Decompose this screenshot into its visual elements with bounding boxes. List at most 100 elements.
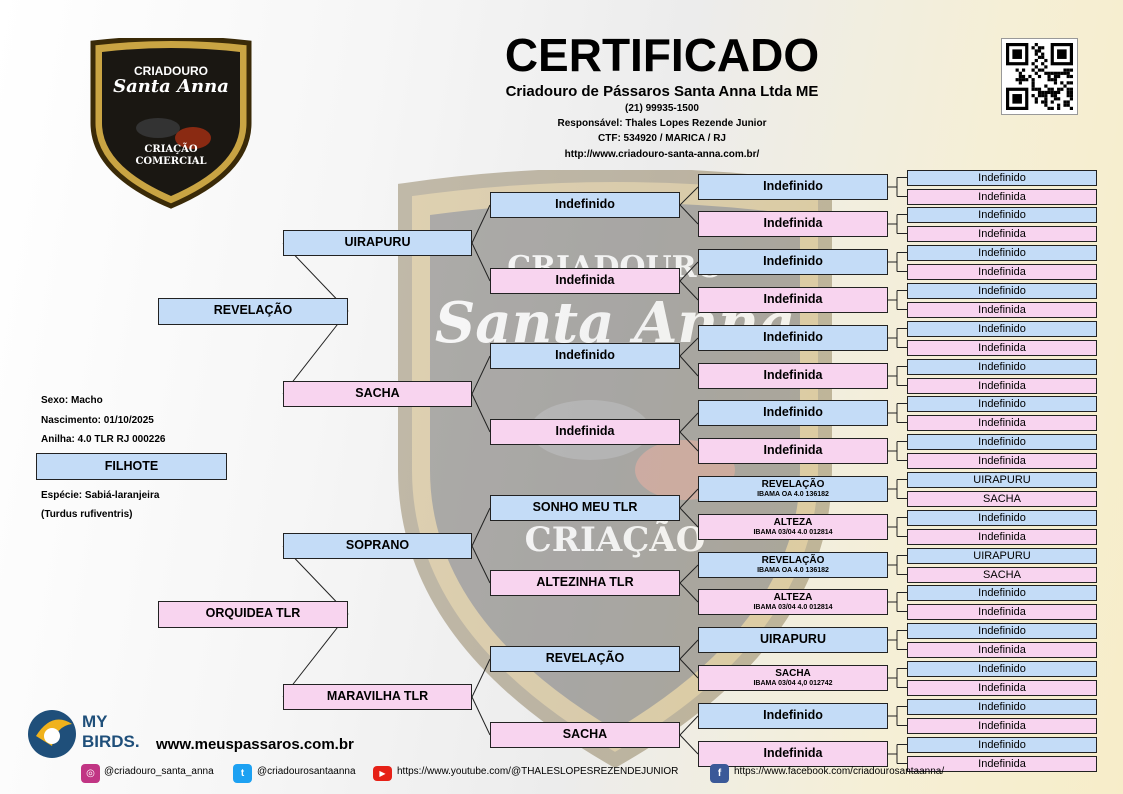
gen5-node: Indefinida xyxy=(907,339,1097,356)
gen5-node: Indefinido xyxy=(907,282,1097,299)
gen4-node-label: ALTEZA xyxy=(773,517,813,529)
watermark-line3: CRIAÇÃO xyxy=(524,520,706,560)
gen4-node-label: REVELAÇÃO xyxy=(761,555,825,567)
gen5-node: Indefinido xyxy=(907,433,1097,450)
bird-sex: Sexo: Macho xyxy=(41,395,103,406)
facebook-link[interactable]: https://www.facebook.com/criadourosantaa… xyxy=(734,766,945,777)
gen5-node: Indefinida xyxy=(907,301,1097,318)
gen5-node: Indefinido xyxy=(907,736,1097,753)
gen2-node: UIRAPURU xyxy=(283,230,472,256)
gen5-node: Indefinido xyxy=(907,169,1097,186)
company-ctf: CTF: 534920 / MARICA / RJ xyxy=(598,133,726,144)
brand-birds: BIRDS. xyxy=(82,732,140,751)
logo-shield-icon xyxy=(90,36,252,209)
company-phone: (21) 99935-1500 xyxy=(625,103,699,114)
gen4-registration: IBAMA 03/04 4.0 012814 xyxy=(753,604,833,612)
gen4-node-label: Indefinida xyxy=(763,443,823,458)
instagram-link[interactable]: @criadouro_santa_anna xyxy=(104,766,214,777)
gen3-node: ALTEZINHA TLR xyxy=(490,570,680,596)
gen3-node: Indefinida xyxy=(490,419,680,445)
gen4-node-label: Indefinida xyxy=(763,368,823,383)
gen5-node: SACHA xyxy=(907,566,1097,583)
gen3-node-label: REVELAÇÃO xyxy=(545,651,625,666)
gen2-node-label: UIRAPURU xyxy=(344,235,411,250)
gen5-node: Indefinido xyxy=(907,660,1097,677)
youtube-icon[interactable]: ▶ xyxy=(373,766,392,781)
gen3-node: SACHA xyxy=(490,722,680,748)
gen4-node: Indefinido xyxy=(698,325,888,351)
gen2-node-label: SOPRANO xyxy=(345,538,410,553)
gen4-registration: IBAMA 03/04 4,0 012742 xyxy=(753,680,833,688)
gen5-node: Indefinida xyxy=(907,377,1097,394)
qr-code xyxy=(1001,38,1078,115)
gen4-node-label: SACHA xyxy=(775,668,811,680)
bird-birth: Nascimento: 01/10/2025 xyxy=(41,415,154,426)
mybirds-logo-icon xyxy=(26,706,78,760)
gen4-node: Indefinido xyxy=(698,703,888,729)
gen4-node: Indefinida xyxy=(698,438,888,464)
gen4-node: Indefinida xyxy=(698,363,888,389)
certificate-title: CERTIFICADO xyxy=(504,29,820,81)
gen4-node-label: ALTEZA xyxy=(773,592,813,604)
gen5-node: Indefinida xyxy=(907,225,1097,242)
facebook-icon[interactable]: f xyxy=(710,764,729,783)
gen5-node: Indefinida xyxy=(907,414,1097,431)
bird-band: Anilha: 4.0 TLR RJ 000226 xyxy=(41,434,166,445)
gen3-node: REVELAÇÃO xyxy=(490,646,680,672)
logo: CRIADOURO Santa Anna CRIAÇÃO COMERCIAL xyxy=(88,36,254,210)
twitter-link[interactable]: @criadourosantaanna xyxy=(257,766,356,777)
gen4-node-label: Indefinida xyxy=(763,746,823,761)
logo-line4: COMERCIAL xyxy=(135,156,207,167)
gen5-node: Indefinido xyxy=(907,244,1097,261)
gen3-node: Indefinido xyxy=(490,192,680,218)
gen4-node-label: UIRAPURU xyxy=(760,632,826,647)
gen5-node: Indefinido xyxy=(907,320,1097,337)
gen5-node: Indefinido xyxy=(907,358,1097,375)
gen5-node: Indefinida xyxy=(907,528,1097,545)
gen4-node: Indefinida xyxy=(698,287,888,313)
gen3-node-label: Indefinida xyxy=(555,273,615,288)
gen5-node: Indefinido xyxy=(907,698,1097,715)
brand-my: MY xyxy=(82,712,108,731)
gen5-node: Indefinida xyxy=(907,679,1097,696)
logo-line2: Santa Anna xyxy=(113,76,229,97)
gen3-node: Indefinido xyxy=(490,343,680,369)
gen2-node-label: MARAVILHA TLR xyxy=(326,689,429,704)
gen5-node: Indefinido xyxy=(907,206,1097,223)
gen5-node: Indefinida xyxy=(907,603,1097,620)
gen4-node-label: Indefinido xyxy=(763,708,823,723)
gen3-node: SONHO MEU TLR xyxy=(490,495,680,521)
gen2-node: SOPRANO xyxy=(283,533,472,559)
twitter-icon[interactable]: t xyxy=(233,764,252,783)
gen5-node: Indefinida xyxy=(907,452,1097,469)
site-link[interactable]: www.meuspassaros.com.br xyxy=(156,736,354,753)
gen5-node: Indefinido xyxy=(907,584,1097,601)
gen4-node-label: Indefinido xyxy=(763,405,823,420)
gen5-node: UIRAPURU xyxy=(907,547,1097,564)
gen5-node: SACHA xyxy=(907,490,1097,507)
gen4-node-label: REVELAÇÃO xyxy=(761,479,825,491)
company-responsible: Responsável: Thales Lopes Rezende Junior xyxy=(557,118,767,129)
gen1-node-label: REVELAÇÃO xyxy=(213,303,293,318)
bird-name: FILHOTE xyxy=(36,453,227,480)
gen4-registration: IBAMA OA 4.0 136182 xyxy=(757,567,829,575)
gen4-node-label: Indefinida xyxy=(763,216,823,231)
gen2-node: SACHA xyxy=(283,381,472,407)
logo-line3: CRIAÇÃO xyxy=(144,144,198,155)
gen5-node: Indefinida xyxy=(907,717,1097,734)
gen5-node: Indefinido xyxy=(907,509,1097,526)
gen4-node: Indefinido xyxy=(698,400,888,426)
youtube-link[interactable]: https://www.youtube.com/@THALESLOPESREZE… xyxy=(397,766,679,777)
gen4-registration: IBAMA OA 4.0 136182 xyxy=(757,491,829,499)
gen4-node: Indefinido xyxy=(698,174,888,200)
bird-scientific-name: (Turdus rufiventris) xyxy=(41,509,133,520)
company-url[interactable]: http://www.criadouro-santa-anna.com.br/ xyxy=(564,149,760,160)
company-name: Criadouro de Pássaros Santa Anna Ltda ME xyxy=(505,83,819,100)
instagram-icon[interactable]: ◎ xyxy=(81,764,100,783)
